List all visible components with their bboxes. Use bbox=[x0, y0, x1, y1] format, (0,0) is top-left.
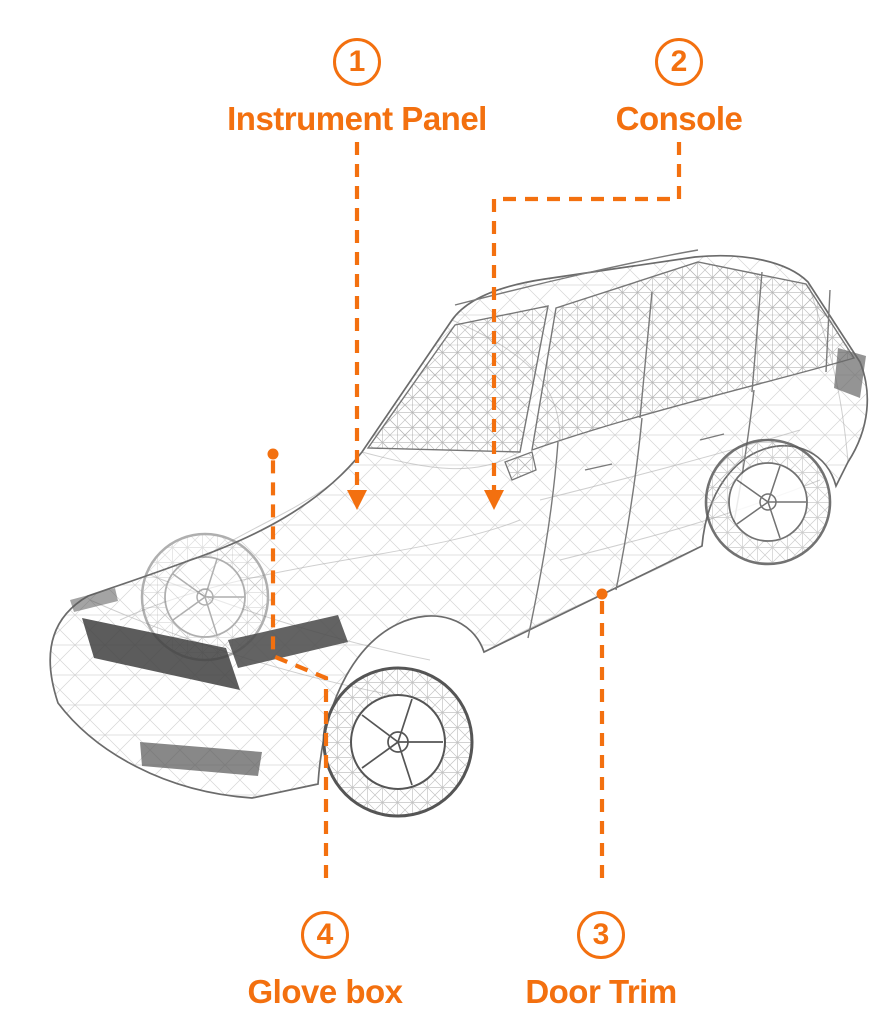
annotation-label-instrument-panel: Instrument Panel bbox=[227, 100, 487, 137]
annotation-number-door-trim: 3 bbox=[577, 911, 625, 959]
leader-line-glove-box bbox=[270, 460, 329, 878]
car-mirror bbox=[504, 451, 537, 481]
annotation-label-door-trim: Door Trim bbox=[525, 973, 677, 1010]
annotation-label-console: Console bbox=[615, 100, 743, 137]
annotation-number-instrument-panel: 1 bbox=[333, 38, 381, 86]
car-wireframe bbox=[49, 249, 869, 818]
car-headlight-far bbox=[70, 588, 118, 612]
annotation-leaders bbox=[267, 142, 682, 878]
annotation-label-glove-box: Glove box bbox=[247, 973, 403, 1010]
leader-line-console bbox=[491, 142, 682, 494]
car-grille bbox=[82, 618, 240, 690]
car-lower-intake bbox=[140, 742, 262, 776]
leader-arrow-instrument-panel-icon bbox=[347, 490, 367, 510]
car-windshield bbox=[366, 305, 549, 453]
car-headlight bbox=[228, 615, 348, 668]
car-tail-lamp bbox=[834, 348, 866, 398]
car-wheel-front bbox=[322, 666, 474, 818]
annotation-number-glove-box: 4 bbox=[301, 911, 349, 959]
car-wheel-rear bbox=[704, 438, 832, 566]
leader-dot-glove-box-icon bbox=[267, 448, 279, 460]
leader-arrow-console-icon bbox=[484, 490, 504, 510]
annotation-number-console: 2 bbox=[655, 38, 703, 86]
leader-dot-door-trim-icon bbox=[596, 588, 608, 600]
